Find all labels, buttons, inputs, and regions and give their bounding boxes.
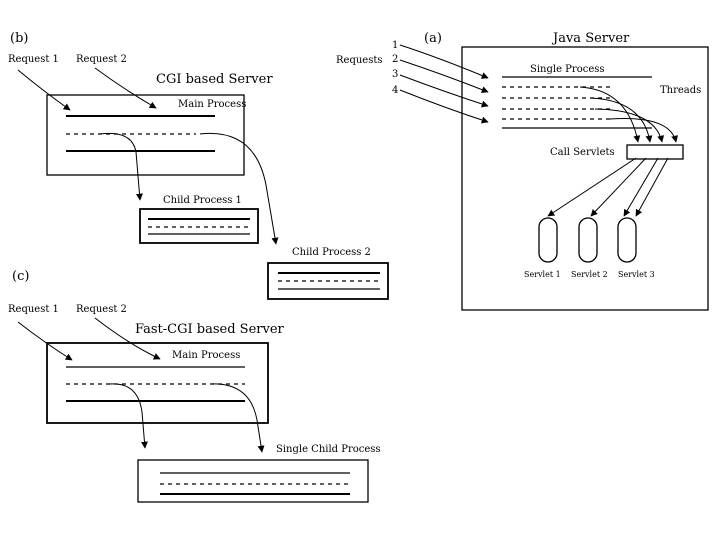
java-server-title: Java Server [551,31,630,46]
java-servlet-1-shape [538,217,558,263]
java-request-3-arrow [399,74,489,108]
panel-b-request-2-label: Request 2 [76,54,127,65]
java-servlet-3-shape [617,217,637,263]
fastcgi-single-child-box [137,459,369,503]
java-threads-label: Threads [660,85,701,96]
java-thread-3-arrow [594,108,665,143]
cgi-spawn-child-2-arrow [199,132,279,245]
panel-a-java: (a) Java Server Requests 1 2 3 4 Single … [336,31,709,311]
panel-c-request-2-label: Request 2 [76,304,127,315]
java-thread-2-arrow [589,97,653,143]
panel-b-request-1-label: Request 1 [8,54,59,65]
java-call-servlet-3b-arrow [635,157,669,217]
cgi-server-title: CGI based Server [156,72,273,87]
java-thread-4-arrow [609,118,679,143]
java-server-box [461,46,709,311]
java-thread-1-arrow [579,86,641,143]
java-call-servlets-label: Call Servlets [550,147,615,158]
cgi-child-process-1-label: Child Process 1 [163,195,242,206]
java-single-process-label: Single Process [530,64,605,75]
java-request-1-arrow [399,44,489,79]
java-servlet-2-label: Servlet 2 [571,270,608,279]
java-call-servlet-3-arrow [623,157,659,217]
cgi-request-2-arrow [94,67,157,109]
fastcgi-to-child-arrow-2 [209,383,265,453]
panel-c-tag: (c) [12,269,29,284]
cgi-request-1-arrow [17,69,71,111]
fastcgi-request-2-arrow [94,317,161,360]
cgi-child-process-1-box [139,208,259,244]
java-call-servlets-box [626,144,684,160]
panel-c-request-1-label: Request 1 [8,304,59,315]
cgi-child-process-2-label: Child Process 2 [292,247,371,258]
java-request-number-2: 2 [392,54,398,65]
java-servlet-1-label: Servlet 1 [524,270,561,279]
java-call-servlet-1-arrow [547,157,637,217]
fastcgi-request-1-arrow [17,321,73,361]
fastcgi-server-title: Fast-CGI based Server [135,322,285,337]
java-requests-label: Requests [336,55,383,66]
java-request-4-arrow [399,89,489,124]
panel-b-cgi: (b) Request 1 Request 2 CGI based Server… [8,31,389,300]
panel-c-fastcgi: (c) Request 1 Request 2 Fast-CGI based S… [8,269,381,503]
java-request-number-3: 3 [392,69,398,80]
cgi-main-process-box [46,94,245,176]
java-request-number-1: 1 [392,40,398,51]
cgi-main-process-label: Main Process [178,99,246,110]
java-servlet-2-shape [578,217,598,263]
fastcgi-to-child-arrow-1 [109,383,148,449]
java-call-servlet-2-arrow [590,157,647,217]
fastcgi-main-process-label: Main Process [172,350,240,361]
fastcgi-main-process-box [46,342,269,424]
panel-b-tag: (b) [10,31,28,46]
java-request-number-4: 4 [392,85,398,96]
java-request-2-arrow [399,59,489,93]
cgi-child-process-2-box [267,262,389,300]
fastcgi-single-child-label: Single Child Process [276,444,381,455]
java-servlet-3-label: Servlet 3 [618,270,655,279]
panel-a-tag: (a) [424,31,442,46]
cgi-spawn-child-1-arrow [99,132,143,201]
